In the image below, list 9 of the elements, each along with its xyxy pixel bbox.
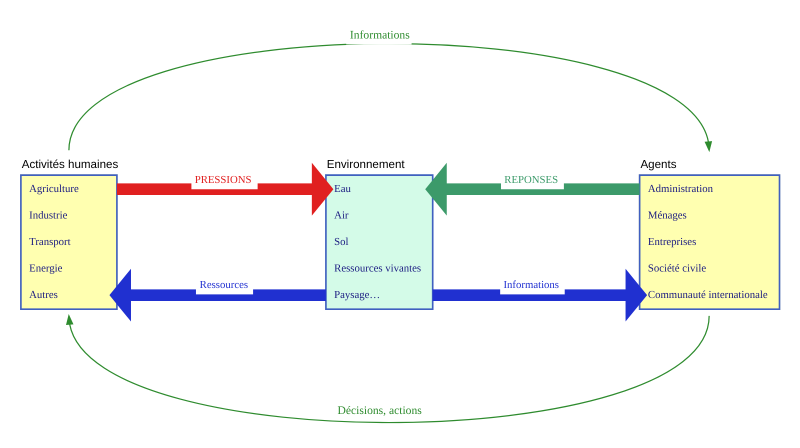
edge-label: Informations xyxy=(350,28,410,42)
edge-label: PRESSIONS xyxy=(194,174,252,186)
edge-label: Décisions, actions xyxy=(338,404,422,418)
node-label: Activités humaines xyxy=(22,158,118,171)
edge-label: Informations xyxy=(503,279,559,292)
node-label: Agents xyxy=(640,158,677,171)
edge-label: REPONSES xyxy=(504,174,558,186)
edge-label: Ressources xyxy=(200,279,248,292)
node-label: Environnement xyxy=(326,158,405,171)
